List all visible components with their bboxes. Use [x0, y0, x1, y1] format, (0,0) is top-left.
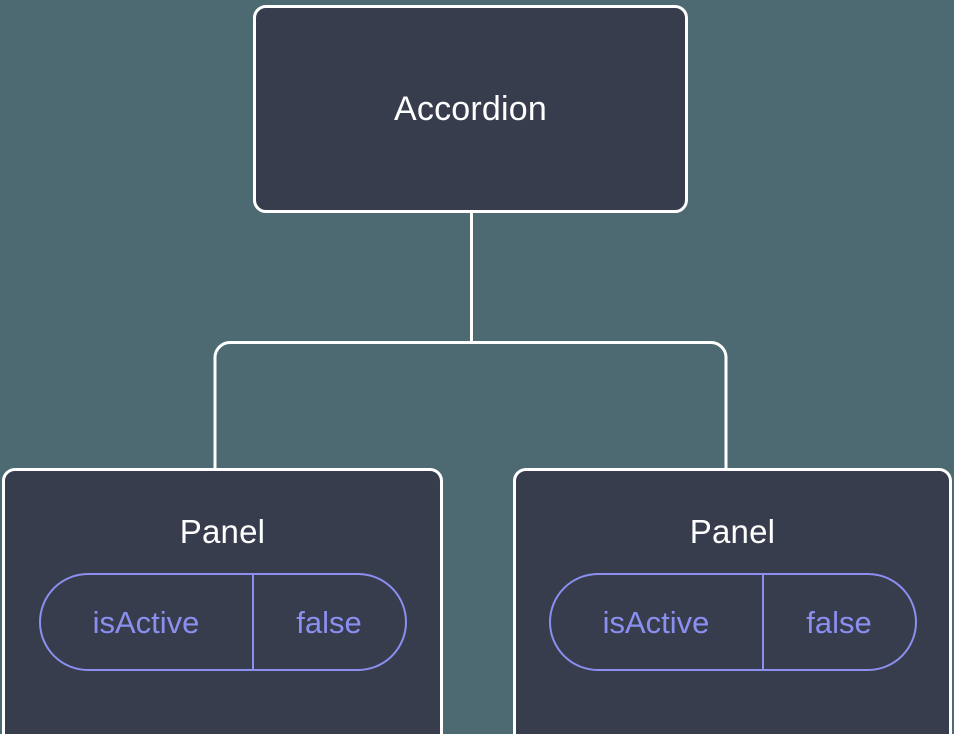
connector-branch-left: [213, 341, 472, 470]
prop-badge-panel-2[interactable]: isActive false: [548, 573, 917, 671]
prop-value-isactive: false: [806, 604, 872, 640]
prop-value-isactive: false: [296, 604, 362, 640]
prop-key-isactive: isActive: [551, 575, 764, 669]
connector-branch-right: [471, 341, 728, 470]
node-panel-1-title: Panel: [179, 513, 266, 550]
node-panel-2[interactable]: Panel isActive false: [513, 468, 952, 734]
node-accordion[interactable]: Accordion: [253, 5, 688, 213]
prop-badge-panel-1[interactable]: isActive false: [38, 573, 407, 671]
node-panel-2-title: Panel: [689, 513, 776, 550]
node-accordion-title: Accordion: [394, 90, 547, 128]
node-panel-1[interactable]: Panel isActive false: [2, 468, 443, 734]
prop-key-isactive: isActive: [41, 575, 254, 669]
